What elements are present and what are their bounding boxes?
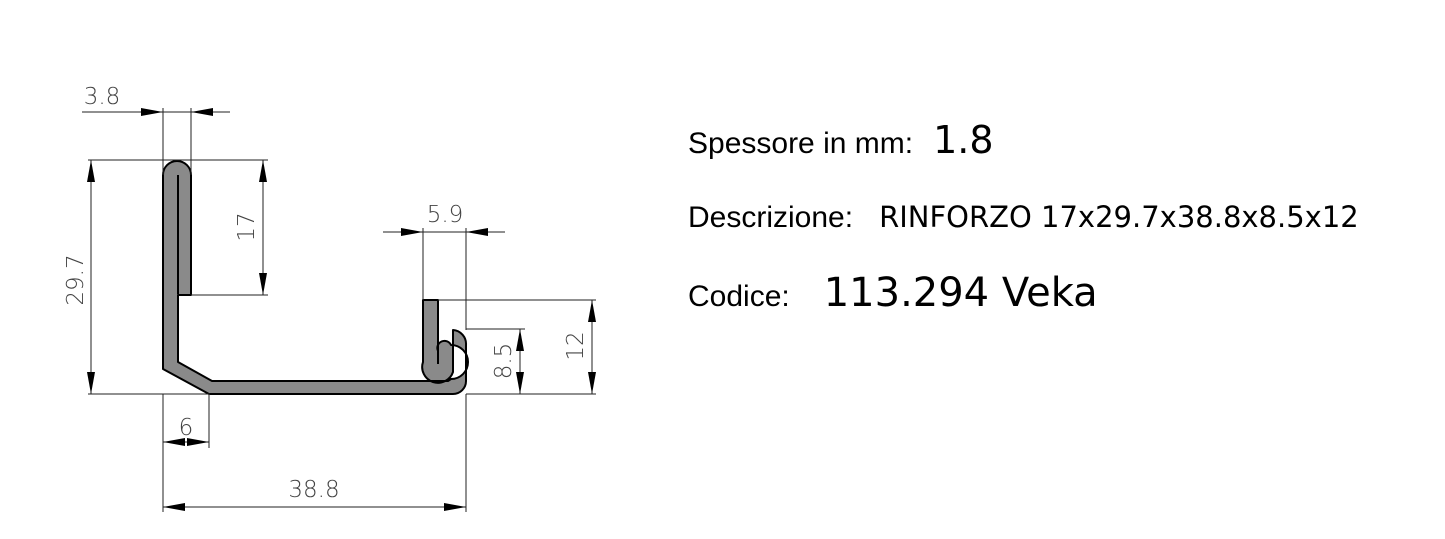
arrowheads: [87, 108, 596, 511]
dim-flange-height: 17: [234, 212, 260, 241]
thickness-label: Spessore in mm:: [688, 127, 914, 160]
description-label: Descrizione:: [688, 201, 854, 234]
profile-outline: [162, 160, 469, 395]
description-value: RINFORZO 17x29.7x38.8x8.5x12: [879, 200, 1359, 234]
dim-bottom-chamfer: 6: [179, 415, 194, 441]
thickness-value: 1.8: [933, 118, 994, 162]
code-value: 113.294 Veka: [823, 270, 1098, 316]
code-label: Codice:: [688, 280, 790, 313]
dim-total-width: 38.8: [288, 477, 339, 503]
code-row: Codice: 113.294 Veka: [688, 270, 1098, 316]
dim-top-thickness: 3.8: [84, 84, 121, 110]
description-row: Descrizione: RINFORZO 17x29.7x38.8x8.5x12: [688, 200, 1359, 235]
profile-shape: [162, 160, 469, 395]
dim-right-height: 12: [563, 331, 589, 360]
thickness-row: Spessore in mm: 1.8: [688, 118, 994, 162]
dim-right-hook-height: 8.5: [491, 343, 517, 380]
dimension-labels: 3.8 29.7 17 5.9 8.5 12 6 38.8: [63, 84, 589, 503]
dim-left-height: 29.7: [63, 254, 89, 305]
profile-drawing: 3.8 29.7 17 5.9 8.5 12 6 38.8: [63, 84, 596, 512]
extension-lines: [82, 108, 596, 512]
dim-right-width: 5.9: [427, 202, 464, 228]
